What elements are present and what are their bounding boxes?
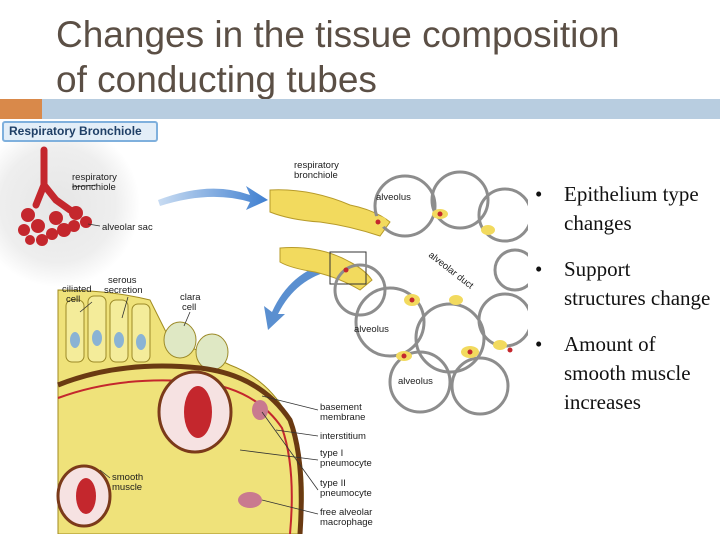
label-clara-cell-2: cell xyxy=(182,302,196,313)
bullet-text: Amount of smooth muscle increases xyxy=(564,332,691,414)
title-accent-box xyxy=(0,99,42,119)
bullet-marker: • xyxy=(535,332,543,356)
label-serous-secretion-2: secretion xyxy=(104,285,143,296)
label-type1-pneumocyte: type I xyxy=(320,448,343,459)
label-interstitium: interstitium xyxy=(320,431,366,442)
bullet-item: • Support structures change xyxy=(535,255,715,313)
bullet-list: • Epithelium type changes • Support stru… xyxy=(535,180,715,434)
bullet-text: Epithelium type changes xyxy=(564,182,699,235)
label-respiratory-bronchiole-top: respiratory xyxy=(294,160,339,171)
label-clara-cell: clara xyxy=(180,292,201,303)
slide-title: Changes in the tissue composition of con… xyxy=(56,12,696,102)
label-alveolar-sac: alveolar sac xyxy=(102,222,153,233)
label-alveolus-1: alveolus xyxy=(376,192,411,203)
label-type1-pneumocyte-2: pneumocyte xyxy=(320,458,372,469)
bronchiole-segment-top xyxy=(269,189,391,237)
capillary-dots xyxy=(343,211,513,359)
bullet-marker: • xyxy=(535,257,543,281)
label-smooth-muscle-2: muscle xyxy=(112,482,142,493)
alveolar-sac-cluster xyxy=(18,206,92,246)
label-respiratory-bronchiole-small: respiratory xyxy=(72,172,117,183)
tissue-section: serous secretion ciliated cell clara cel… xyxy=(56,275,373,535)
label-respiratory-bronchiole-small-2: bronchiole xyxy=(72,182,116,193)
label-type2-pneumocyte-2: pneumocyte xyxy=(320,488,372,499)
overview-halo xyxy=(0,123,140,287)
alveolar-duct-diagram: respiratory bronchiole alveolus alveolar… xyxy=(269,160,537,416)
label-alveolus-2: alveolus xyxy=(354,324,389,335)
red-blood-cell xyxy=(184,386,212,438)
label-ciliated-cell-2: cell xyxy=(66,294,80,305)
slide-title-line-2: of conducting tubes xyxy=(56,59,377,100)
label-type2-pneumocyte: type II xyxy=(320,478,346,489)
bronchiole-illustration: respiratory bronchiole alveolar sac resp… xyxy=(0,123,537,535)
label-respiratory-bronchiole-top-2: bronchiole xyxy=(294,170,338,181)
label-basement-membrane-2: membrane xyxy=(320,412,365,423)
bullet-text: Support structures change xyxy=(564,257,711,310)
interstitium-line xyxy=(57,379,293,535)
zoom-arrow-1 xyxy=(158,186,268,210)
alveoli-walls xyxy=(333,170,537,416)
bullet-item: • Amount of smooth muscle increases xyxy=(535,330,715,417)
label-ciliated-cell: ciliated xyxy=(62,284,92,295)
label-basement-membrane: basement xyxy=(320,402,362,413)
clara-cells xyxy=(163,321,229,371)
respiratory-bronchiole-figure: respiratory bronchiole alveolar sac resp… xyxy=(0,119,537,535)
ciliated-cells xyxy=(65,295,151,363)
zoom-box xyxy=(329,251,367,285)
leader-lines xyxy=(79,296,319,515)
red-blood-cell-small xyxy=(76,478,96,514)
bullet-item: • Epithelium type changes xyxy=(535,180,715,238)
label-alveolar-duct: alveolar duct xyxy=(426,250,476,292)
label-smooth-muscle: smooth xyxy=(112,472,143,483)
label-alveolus-3: alveolus xyxy=(398,376,433,387)
label-free-alveolar-macrophage-2: macrophage xyxy=(320,517,373,528)
label-serous-secretion: serous xyxy=(108,275,137,286)
slide-title-line-1: Changes in the tissue composition xyxy=(56,14,620,55)
bullet-marker: • xyxy=(535,182,543,206)
alveolar-macrophage xyxy=(238,492,262,508)
bronchiole-tree xyxy=(32,146,74,214)
figure-badge: Respiratory Bronchiole xyxy=(2,121,158,142)
label-free-alveolar-macrophage: free alveolar xyxy=(320,507,372,518)
overview-inset: respiratory bronchiole alveolar sac xyxy=(0,123,153,287)
title-accent-bar xyxy=(42,99,720,119)
